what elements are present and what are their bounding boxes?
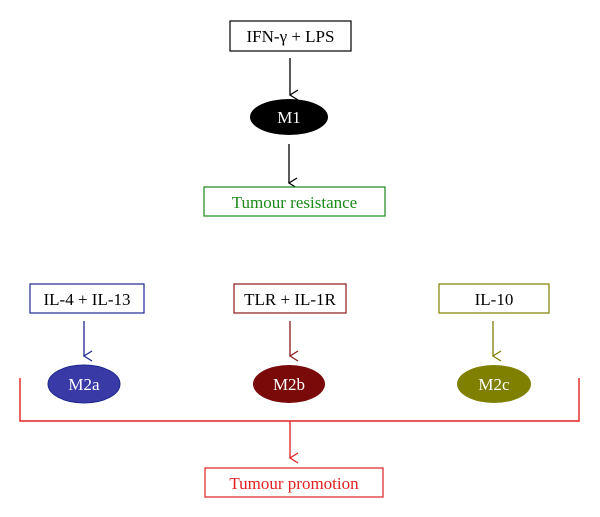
m2c-label: M2c xyxy=(478,375,510,394)
tlr-il1r-label: TLR + IL-1R xyxy=(244,290,336,309)
ifn-lps-box xyxy=(229,20,352,52)
tlr-il1r-box xyxy=(233,283,347,314)
tumour-promotion-label: Tumour promotion xyxy=(229,474,359,493)
il4-il13-label: IL-4 + IL-13 xyxy=(43,290,130,309)
m1-label: M1 xyxy=(277,108,301,127)
il10-label: IL-10 xyxy=(475,290,514,309)
tumour-resistance-label: Tumour resistance xyxy=(232,193,357,212)
il4-il13-box xyxy=(29,283,145,314)
ifn-lps-label: IFN-γ + LPS xyxy=(247,27,335,46)
m2-bracket: Tumour promotion xyxy=(19,378,580,498)
m2b-node xyxy=(253,365,325,403)
m2c-pathway: IL-10 M2c xyxy=(438,283,550,403)
m2a-label: M2a xyxy=(68,375,100,394)
m1-node xyxy=(250,99,328,135)
m2c-node xyxy=(457,365,531,403)
il10-box xyxy=(438,283,550,314)
m2b-pathway: TLR + IL-1R M2b xyxy=(233,283,347,403)
tumour-resistance-box xyxy=(203,186,386,217)
tumour-promotion-box xyxy=(204,467,384,498)
m2a-pathway: IL-4 + IL-13 M2a xyxy=(29,283,145,404)
promotion-bracket xyxy=(19,378,580,422)
m2b-label: M2b xyxy=(273,375,305,394)
m2a-node xyxy=(47,364,121,404)
m1-pathway: IFN-γ + LPS M1 Tumour resistance xyxy=(203,20,386,217)
